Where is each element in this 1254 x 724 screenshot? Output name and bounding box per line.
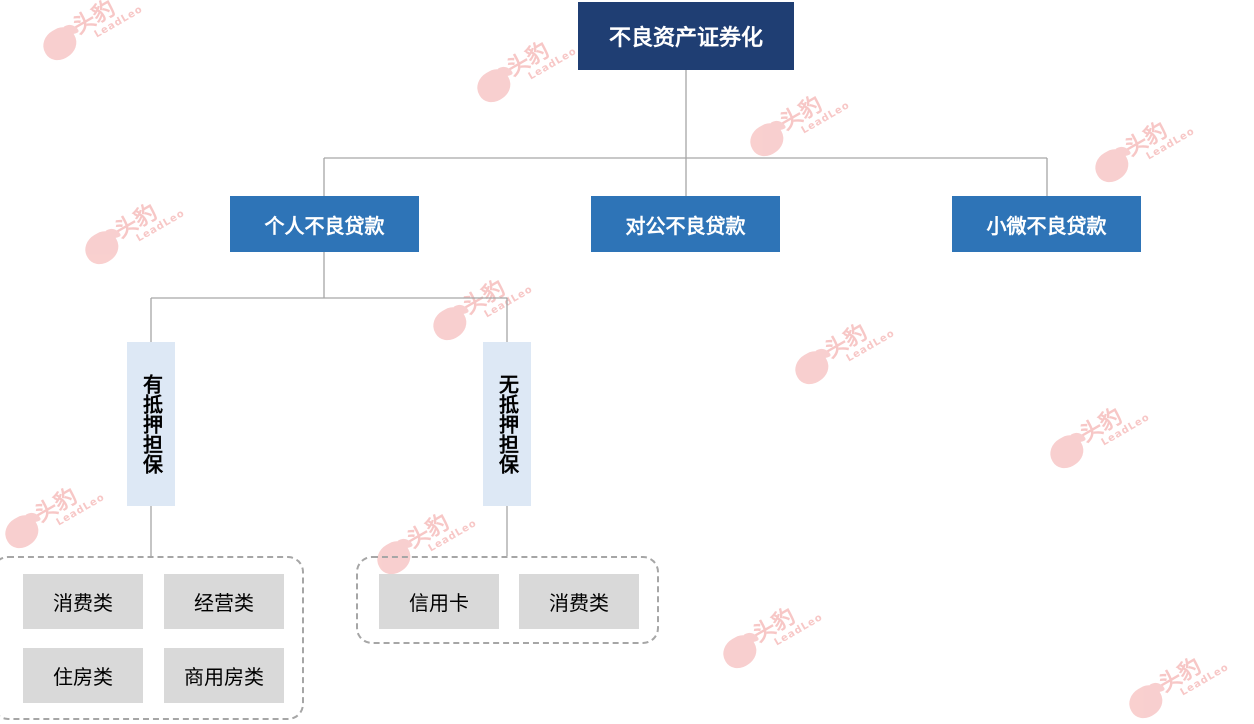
secured-items-group [0,556,304,720]
leaf-consumer: 消费类 [23,574,143,629]
leaf-commercial-housing: 商用房类 [164,648,284,703]
leaf-housing: 住房类 [23,648,143,703]
leaf-consumer-unsecured: 消费类 [519,574,639,629]
node-small-micro-bad-loans: 小微不良贷款 [952,196,1141,252]
unsecured-items-group [356,556,659,644]
node-unsecured: 无抵押担保 [483,342,531,506]
node-corporate-bad-loans: 对公不良贷款 [591,196,780,252]
leaf-credit-card: 信用卡 [379,574,499,629]
node-personal-bad-loans: 个人不良贷款 [230,196,419,252]
root-node: 不良资产证券化 [578,2,794,70]
leaf-business: 经营类 [164,574,284,629]
node-secured: 有抵押担保 [127,342,175,506]
